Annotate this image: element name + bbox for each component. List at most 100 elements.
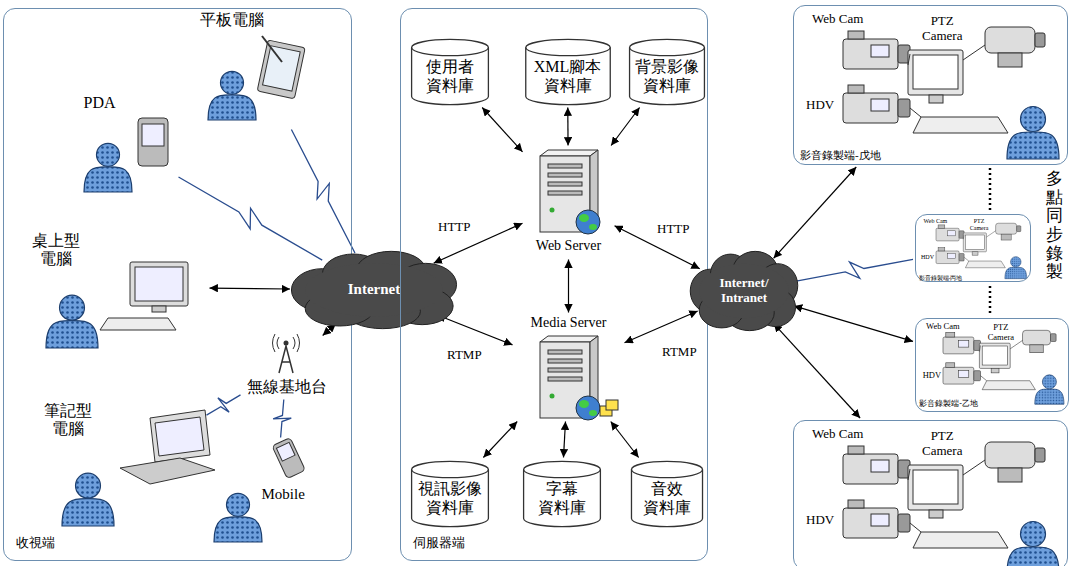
- node-label: Web Cam: [926, 322, 960, 332]
- user-head: [1021, 107, 1046, 132]
- keyboard: [100, 318, 176, 330]
- ptz-camera-stand: [1001, 234, 1011, 240]
- antenna-tip: [284, 341, 289, 346]
- node-label: 使用者 資料庫: [426, 58, 474, 95]
- monitor-body: [908, 465, 963, 510]
- connector-arrow: [625, 311, 698, 343]
- user-head: [1042, 375, 1056, 389]
- camcorder-screen: [959, 340, 969, 347]
- node-label: PTZ Camera: [988, 323, 1014, 343]
- node-label: HDV: [923, 371, 941, 381]
- node-label: Web Cam: [812, 12, 863, 27]
- node-label: Mobile: [262, 486, 305, 503]
- monitor-stand: [929, 95, 943, 103]
- cylinder-rim: [631, 469, 702, 477]
- site-label: 影音錄製端-戊地: [800, 149, 881, 162]
- recording-site: Web CamPTZ CameraHDV影音錄製端-乙地: [915, 318, 1069, 412]
- server-icon: [540, 150, 600, 234]
- connector-arrow: [774, 167, 857, 258]
- device-node: 平板電腦: [190, 8, 330, 128]
- cylinder-body: [525, 39, 609, 104]
- node-label: PTZ Camera: [970, 218, 989, 232]
- laptop-base: [120, 458, 215, 484]
- camcorder-body: [936, 251, 959, 264]
- wireless-link: [796, 259, 913, 281]
- device-node: 無線基地台: [243, 338, 331, 398]
- recording-illustration: [843, 27, 1059, 159]
- recording-site: Web CamPTZ CameraHDV影音錄製端-戊地: [793, 5, 1068, 165]
- recording-illustration: [843, 442, 1059, 566]
- user-figure: [46, 295, 98, 348]
- phone-icon: [272, 438, 305, 479]
- device-node: 筆記型 電腦: [40, 400, 205, 532]
- monitor-body: [908, 50, 963, 95]
- server-slot: [548, 164, 582, 168]
- laptop-icon: [120, 410, 215, 484]
- node-label: 平板電腦: [200, 11, 264, 29]
- camcorder-screen: [871, 460, 889, 472]
- globe-land: [589, 224, 597, 230]
- database-cylinder: 音效 資料庫: [630, 460, 704, 528]
- user-body: [1007, 132, 1059, 159]
- user-body: [84, 167, 132, 192]
- laptop-screen: [155, 417, 204, 456]
- connector-arrow: [437, 315, 512, 345]
- node-label: Internet: [348, 281, 401, 298]
- monitor-stand: [991, 368, 999, 372]
- node-label: 收視端: [16, 536, 55, 551]
- cylinder-body: [411, 39, 488, 104]
- node-label: XML腳本 資料庫: [534, 58, 602, 95]
- ptz-camera-stand: [998, 53, 1022, 67]
- node-label: 伺服器端: [413, 536, 465, 551]
- node-label: 字幕 資料庫: [538, 480, 586, 517]
- connector-arrow: [774, 324, 860, 418]
- connector-arrow: [482, 108, 522, 152]
- wireless-link: [179, 177, 323, 260]
- pda-icon: [138, 118, 168, 166]
- node-label: Web Cam: [924, 218, 948, 225]
- user-body: [208, 95, 256, 120]
- node-label: Internet/ Intranet: [719, 276, 768, 306]
- user-head: [96, 143, 119, 166]
- keyboard: [982, 381, 1035, 390]
- database-cylinder: 使用者 資料庫: [410, 38, 490, 106]
- pda-screen: [142, 124, 164, 146]
- database-cylinder: 字幕 資料庫: [522, 460, 602, 528]
- connector-arrow: [611, 422, 639, 458]
- dotted-line: [989, 168, 992, 211]
- network-cloud: Internet/ Intranet: [688, 250, 800, 332]
- monitor-stand: [929, 510, 943, 518]
- user-figure: [62, 473, 114, 526]
- database-cylinder: 背景影像 資料庫: [628, 38, 706, 106]
- globe-land: [579, 400, 589, 408]
- device-node: PDA: [72, 92, 177, 200]
- ptz-camera-stand: [998, 468, 1022, 482]
- camcorder-screen: [948, 231, 956, 236]
- user-head: [220, 71, 243, 94]
- camcorder-lens: [898, 514, 910, 532]
- ptz-camera-body: [1023, 330, 1051, 345]
- server-led: [550, 208, 555, 213]
- node-label: HDV: [806, 98, 834, 113]
- server-slot: [548, 359, 582, 363]
- user-figure: [1005, 257, 1027, 279]
- server-icon: [540, 336, 618, 420]
- phone-body: [272, 438, 305, 479]
- monitor-screen: [913, 55, 958, 89]
- cylinder-body: [411, 461, 488, 526]
- camcorder-body: [843, 508, 898, 538]
- user-body: [46, 321, 98, 348]
- camcorder-lens: [974, 371, 981, 381]
- tablet-body: [257, 40, 305, 99]
- ptz-camera-body: [985, 27, 1035, 53]
- node-label: PTZ Camera: [922, 429, 962, 459]
- cylinder-body: [523, 461, 600, 526]
- cylinder-rim: [525, 47, 609, 55]
- camcorder-viewfinder: [938, 248, 945, 251]
- protocol-label: RTMP: [445, 348, 484, 363]
- user-head: [226, 493, 249, 516]
- camcorder-viewfinder: [946, 363, 955, 367]
- monitor-screen: [982, 346, 1007, 365]
- phone-screen: [276, 442, 295, 461]
- keyboard: [913, 532, 1008, 548]
